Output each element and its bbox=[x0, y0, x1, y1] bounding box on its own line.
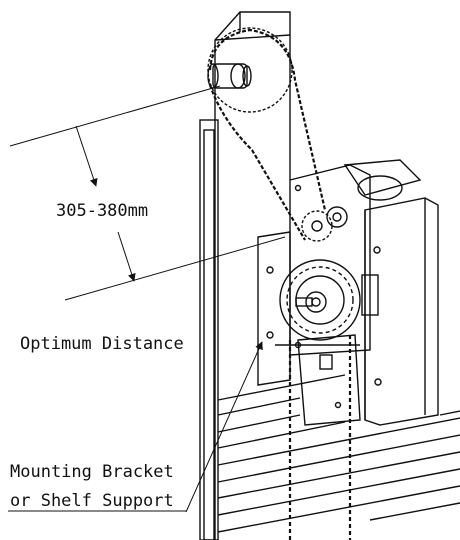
drive-chain bbox=[208, 28, 327, 241]
mounting-bracket-label-line2: or Shelf Support bbox=[10, 491, 174, 511]
dimension-lines bbox=[9, 85, 286, 301]
guide-rail bbox=[199, 119, 219, 540]
operator-motor bbox=[343, 159, 439, 426]
hand-chain bbox=[288, 335, 352, 540]
optimum-distance-label: Optimum Distance bbox=[20, 334, 184, 354]
drive-sprocket bbox=[301, 206, 348, 242]
door-panels bbox=[217, 374, 460, 533]
bracket-leader-line bbox=[185, 341, 263, 513]
chain-guide-bracket bbox=[275, 334, 361, 426]
hand-chain-wheel bbox=[279, 259, 361, 341]
wall-column bbox=[214, 11, 291, 540]
dimension-label: 305-380mm bbox=[56, 201, 148, 221]
upper-sprocket bbox=[207, 27, 293, 113]
mounting-plate bbox=[257, 164, 371, 386]
mounting-bracket-label-line1: Mounting Bracket bbox=[10, 462, 174, 482]
